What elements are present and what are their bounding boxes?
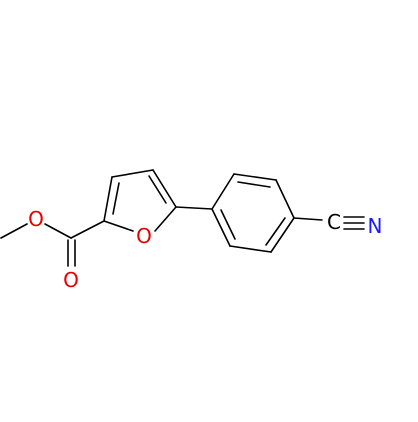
bond-phenyl-c2-c3-inner (237, 181, 271, 188)
carbonyl-oxygen-label: O (63, 268, 79, 292)
bond-furan-c5-c4 (152, 169, 177, 208)
nitrile-carbon-label: C (327, 210, 341, 234)
bond-phenyl-c2-c3 (233, 173, 277, 181)
bond-phenyl-c4-c5 (270, 217, 295, 253)
bond-ester-o-carbonyl-c (44, 223, 72, 239)
bond-furan-c3-c2-inner (112, 182, 120, 215)
bond-carbonyl-c-furan-c2 (70, 220, 105, 239)
bond-furan-phenyl (175, 206, 213, 210)
ester-oxygen-label: O (28, 207, 44, 231)
bond-phenyl-c5-c6 (229, 245, 272, 253)
bond-phenyl-nitrile (293, 217, 323, 221)
bond-phenyl-c6-c1 (211, 208, 231, 247)
bond-phenyl-c4-c5-inner (265, 217, 286, 246)
bond-phenyl-c1-c2 (211, 173, 235, 210)
bond-furan-c2-o (103, 220, 134, 232)
bond-phenyl-c3-c4 (275, 179, 295, 219)
bond-furan-c4-c4-inner (148, 175, 167, 204)
bond-phenyl-c6-c1-inner (220, 209, 236, 240)
bond-furan-o-c5 (154, 206, 177, 232)
nitrile-nitrogen-label: N (368, 214, 383, 238)
bond-furan-c3-c2 (103, 176, 113, 222)
furan-oxygen-label: O (136, 224, 152, 248)
bond-methyl-ester-o (0, 223, 28, 239)
bond-furan-c4-c3 (111, 169, 154, 178)
